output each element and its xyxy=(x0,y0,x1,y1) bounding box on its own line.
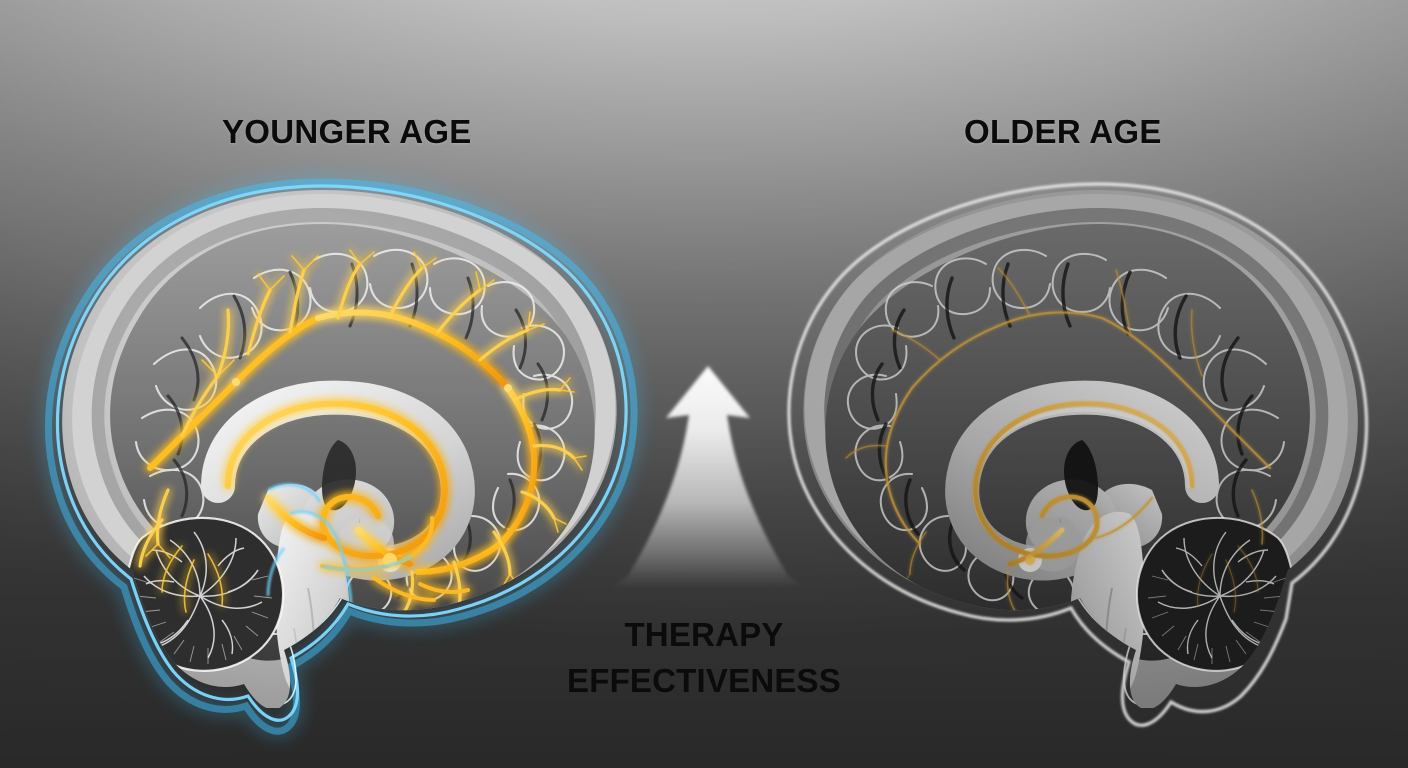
inner-blue-accent-younger xyxy=(266,483,413,641)
brain-illustration-older xyxy=(778,168,1398,727)
caption-line-1: THERAPY xyxy=(624,616,784,653)
ventricle-younger xyxy=(322,440,357,511)
caption-block: THERAPY EFFECTIVENESS xyxy=(0,612,1408,704)
panel-label-older: OLDER AGE xyxy=(964,113,1162,150)
caption-line-2: EFFECTIVENESS xyxy=(567,662,841,699)
cerebellum-older xyxy=(1135,517,1295,672)
arrow-shape xyxy=(610,366,806,588)
ventricle-older xyxy=(1063,440,1098,511)
brain-illustration-younger xyxy=(22,168,642,735)
therapy-effectiveness-arrow xyxy=(588,352,828,602)
neural-pathways-younger xyxy=(138,249,587,635)
cerebellum-younger xyxy=(125,516,285,672)
panel-label-younger: YOUNGER AGE xyxy=(222,113,472,150)
